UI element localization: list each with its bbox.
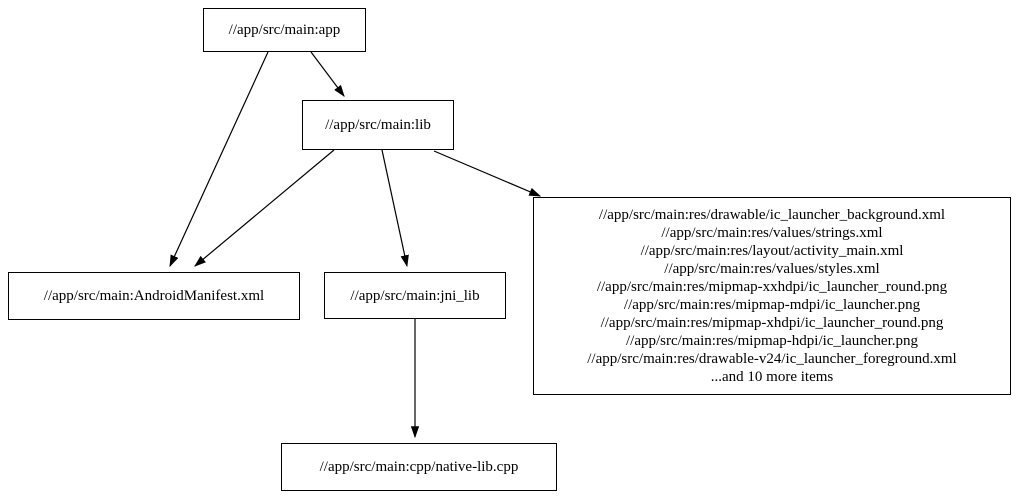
res-file-label: //app/src/main:res/mipmap-xxhdpi/ic_laun… [596,279,948,295]
res-file-label: //app/src/main:res/drawable/ic_launcher_… [598,207,946,223]
node-app: //app/src/main:app [203,8,366,52]
edge-app-to-lib [310,51,345,97]
edge-app-to-manifest [169,51,269,268]
res-file-label: //app/src/main:res/mipmap-hdpi/ic_launch… [625,333,918,349]
node-native-lib-cpp: //app/src/main:cpp/native-lib.cpp [281,443,557,491]
node-jni-lib: //app/src/main:jni_lib [324,272,506,319]
node-res-files-group: //app/src/main:res/drawable/ic_launcher_… [533,197,1011,395]
res-files-more-items: ...and 10 more items [710,369,834,385]
edge-lib-to-res-files [433,150,542,197]
node-lib: //app/src/main:lib [302,100,454,150]
res-file-label: //app/src/main:res/drawable-v24/ic_launc… [587,351,957,367]
res-file-label: //app/src/main:res/layout/activity_main.… [640,243,904,259]
node-android-manifest: //app/src/main:AndroidManifest.xml [8,272,300,320]
res-file-label: //app/src/main:res/values/strings.xml [661,225,883,241]
res-file-label: //app/src/main:res/values/styles.xml [664,261,880,277]
res-file-label: //app/src/main:res/mipmap-xhdpi/ic_launc… [600,315,944,331]
res-file-label: //app/src/main:res/mipmap-mdpi/ic_launch… [623,297,921,313]
edge-lib-to-manifest [194,149,335,267]
edge-lib-to-jni-lib [381,149,409,268]
